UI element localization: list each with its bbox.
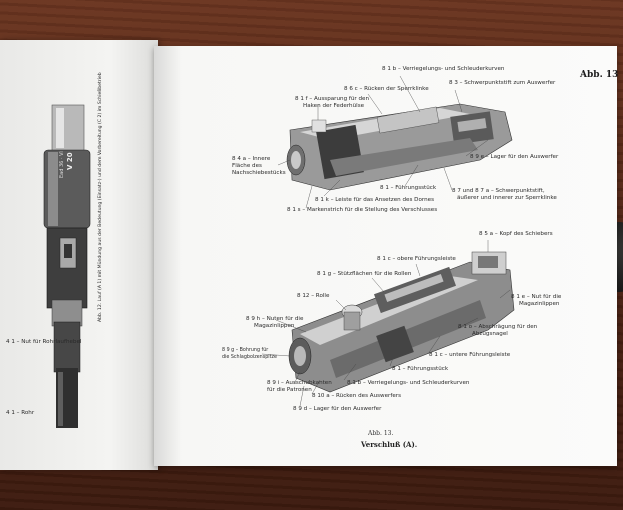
label-81f-line1: 8 1 f – Aussparung für den	[295, 96, 370, 102]
label-87-line2: äußerer und innerer zur Sperrklinke	[457, 195, 557, 201]
label-81b-upper: 8 1 b – Verriegelungs- und Schleuderkurv…	[382, 66, 505, 72]
label-81c-upper: 8 1 c – obere Führungsleiste	[377, 256, 456, 262]
label-81f-line2: Haken der Federhülse	[303, 103, 365, 109]
label-89h-line1: 8 9 h – Nuten für die	[246, 316, 304, 322]
label-81k: 8 1 k – Leiste für das Ansetzen des Dorn…	[315, 197, 435, 203]
label-81g: 8 1 g – Stützflächen für die Rollen	[317, 271, 412, 277]
label-89h-line2: Magazinlippen	[254, 323, 295, 329]
label-83: 8 3 – Schwerpunktstift zum Auswerfer	[449, 80, 556, 86]
label-89i-line1: 8 9 i – Ausschubkanten	[267, 380, 332, 386]
label-86c: 8 6 c – Rücken der Sperrklinke	[344, 86, 429, 92]
label-89e: 8 9 e – Lager für den Auswerfer	[470, 154, 559, 160]
label-89i-line2: für die Patronen	[267, 387, 312, 393]
label-89g-line2: die Schlagbolzenspitze	[222, 355, 277, 360]
label-812: 8 12 – Rolle	[297, 293, 330, 299]
label-84a-line3: Nachschiebestücks	[232, 170, 286, 176]
label-89g-line1: 8 9 g – Bohrung für	[222, 348, 269, 353]
label-81o-line1: 8 1 o – Abschrägung für den	[458, 324, 538, 330]
label-81-lower-guide: 8 1 c – untere Führungsleiste	[429, 352, 511, 358]
label-81o-line2: Abzugsnagel	[472, 331, 508, 337]
label-84a-line2: Fläche des	[232, 163, 262, 169]
figure-caption-title: Verschluß (A).	[361, 440, 418, 449]
label-84a-line1: 8 4 a – Innere	[232, 156, 271, 162]
figure-caption-number: Abb. 13.	[368, 430, 394, 437]
label-81e-line1: 8 1 e – Nut für die	[511, 294, 562, 300]
label-87-line1: 8 7 und 8 7 a – Schwerpunktstift,	[452, 188, 545, 194]
label-89d: 8 9 d – Lager für den Auswerfer	[293, 406, 382, 412]
label-810a: 8 10 a – Rücken des Auswerfers	[312, 393, 401, 399]
label-81-upper: 8 1 – Führungsstück	[380, 185, 437, 191]
label-81b-lower: 8 1 b – Verriegelungs- und Schleuderkurv…	[347, 380, 470, 386]
label-85a: 8 5 a – Kopf des Schiebers	[479, 231, 553, 237]
left-label-nut: 4 1 – Nut für Rohrlaufhebel	[6, 339, 82, 345]
left-label-rohr: 4 1 – Rohr	[6, 410, 35, 416]
page-header: Abb. 13	[580, 70, 619, 80]
label-81e-line2: Magazinlippen	[519, 301, 560, 307]
label-81-lower: 8 1 – Führungsstück	[392, 366, 449, 372]
label-81s: 8 1 s – Markenstrich für die Stellung de…	[287, 207, 438, 213]
